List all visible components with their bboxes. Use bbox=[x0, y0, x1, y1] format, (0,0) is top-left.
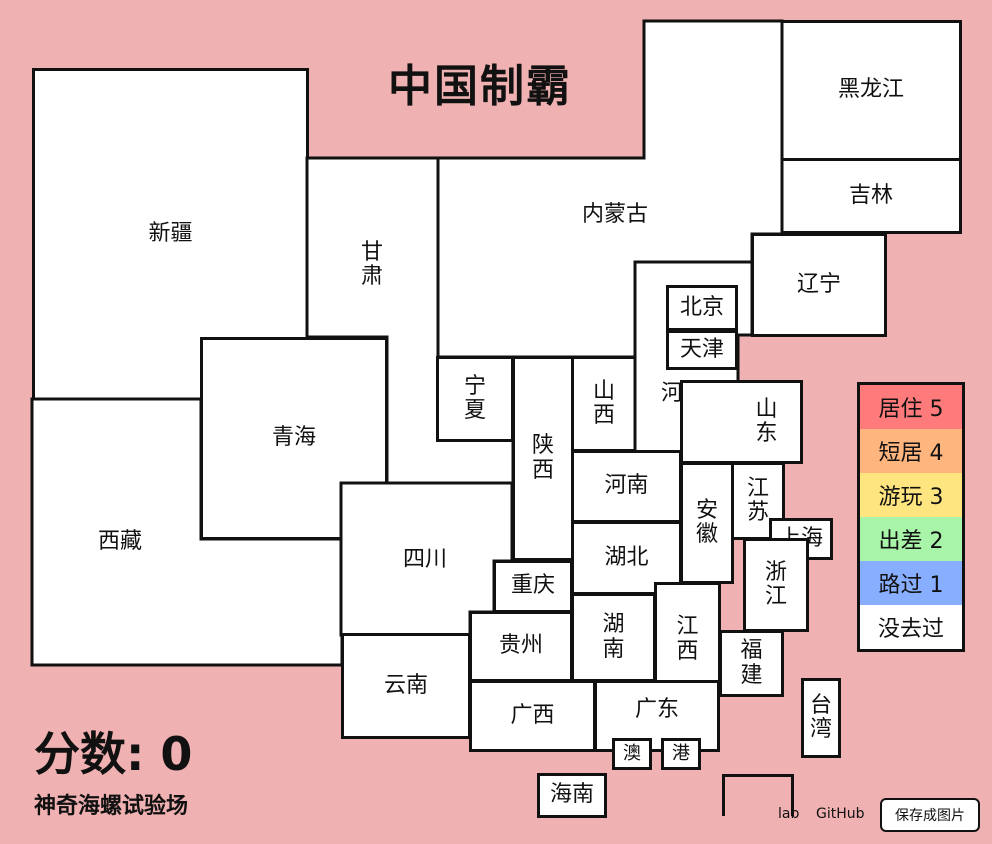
province-hunan[interactable]: 湖 南 bbox=[571, 593, 656, 682]
github-link[interactable]: GitHub bbox=[816, 806, 865, 822]
province-aomen[interactable]: 澳 bbox=[612, 738, 652, 770]
province-hainan[interactable]: 海南 bbox=[537, 773, 607, 818]
decorative-bracket bbox=[722, 774, 794, 816]
legend-item-business[interactable]: 出差 2 bbox=[860, 517, 962, 561]
score-display: 分数: 0 bbox=[34, 727, 193, 781]
save-image-button[interactable]: 保存成图片 bbox=[880, 798, 980, 832]
province-label: 广东 bbox=[634, 696, 679, 722]
province-label: 澳 bbox=[623, 743, 641, 765]
province-label: 江 西 bbox=[676, 614, 699, 664]
province-zhejiang[interactable]: 浙 江 bbox=[743, 538, 809, 632]
lab-link[interactable]: lab bbox=[778, 806, 800, 822]
legend: 居住 5 短居 4 游玩 3 出差 2 路过 1 没去过 bbox=[857, 382, 965, 652]
province-label: 台 湾 bbox=[809, 692, 832, 742]
province-label: 海南 bbox=[549, 782, 594, 808]
subtitle: 神奇海螺试验场 bbox=[34, 794, 189, 819]
province-label: 湖北 bbox=[604, 544, 649, 570]
province-label: 广西 bbox=[510, 702, 555, 728]
province-guangxi[interactable]: 广西 bbox=[469, 680, 596, 752]
province-label: 云南 bbox=[383, 672, 428, 698]
province-label: 港 bbox=[672, 743, 690, 765]
province-chongqing[interactable]: 重庆 bbox=[493, 560, 573, 613]
province-taiwan[interactable]: 台 湾 bbox=[801, 678, 841, 758]
legend-item-live[interactable]: 居住 5 bbox=[860, 385, 962, 429]
legend-item-travel[interactable]: 游玩 3 bbox=[860, 473, 962, 517]
province-fujian[interactable]: 福 建 bbox=[719, 630, 784, 697]
legend-item-never[interactable]: 没去过 bbox=[860, 605, 962, 649]
province-yunnan[interactable]: 云南 bbox=[341, 633, 471, 739]
province-guizhou[interactable]: 贵州 bbox=[469, 611, 573, 682]
legend-item-passby[interactable]: 路过 1 bbox=[860, 561, 962, 605]
province-label: 浙 江 bbox=[764, 559, 787, 609]
province-label: 重庆 bbox=[510, 573, 555, 599]
page-title: 中国制霸 bbox=[388, 61, 572, 112]
province-label: 湖 南 bbox=[602, 612, 625, 662]
province-label: 福 建 bbox=[740, 638, 763, 688]
legend-item-stay[interactable]: 短居 4 bbox=[860, 429, 962, 473]
province-label: 贵州 bbox=[498, 633, 543, 659]
province-xianggang[interactable]: 港 bbox=[661, 738, 701, 770]
